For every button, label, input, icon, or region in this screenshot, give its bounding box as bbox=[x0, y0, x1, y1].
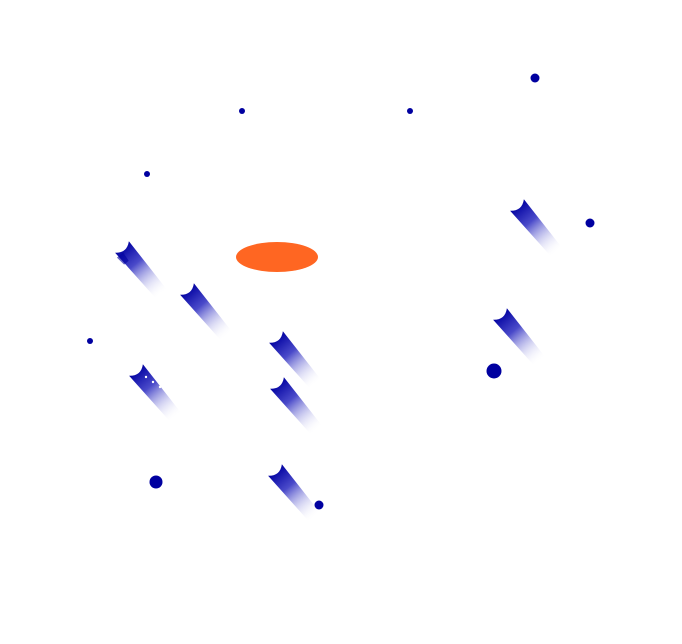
projectile bbox=[180, 283, 233, 341]
comet-icon bbox=[270, 377, 323, 435]
dot bbox=[530, 73, 540, 83]
projectile bbox=[115, 241, 168, 299]
sparkle bbox=[144, 375, 148, 379]
projectile bbox=[493, 308, 546, 366]
projectile bbox=[268, 464, 321, 522]
comet-icon bbox=[269, 331, 322, 389]
comet-icon bbox=[493, 308, 546, 366]
dot bbox=[314, 500, 324, 510]
comet-icon bbox=[510, 199, 563, 257]
comet-icon bbox=[115, 241, 168, 299]
player-ship[interactable] bbox=[236, 242, 318, 272]
dot bbox=[149, 475, 163, 489]
dot bbox=[585, 218, 595, 228]
dot bbox=[407, 108, 413, 114]
projectile bbox=[510, 199, 563, 257]
dot bbox=[486, 363, 502, 379]
comet-icon bbox=[129, 364, 182, 422]
projectile bbox=[270, 377, 323, 435]
comet-icon bbox=[116, 252, 129, 265]
comet-icon bbox=[180, 283, 233, 341]
dot bbox=[144, 171, 150, 177]
comet-icon bbox=[268, 464, 321, 522]
dot bbox=[87, 338, 93, 344]
dot bbox=[239, 108, 245, 114]
projectile bbox=[116, 252, 129, 265]
projectile-layer bbox=[115, 199, 563, 522]
dot-layer bbox=[87, 73, 595, 510]
sparkle bbox=[151, 380, 155, 384]
sparkle-layer bbox=[144, 375, 162, 389]
sparkle bbox=[158, 385, 162, 389]
projectile bbox=[269, 331, 322, 389]
projectile bbox=[129, 364, 182, 422]
